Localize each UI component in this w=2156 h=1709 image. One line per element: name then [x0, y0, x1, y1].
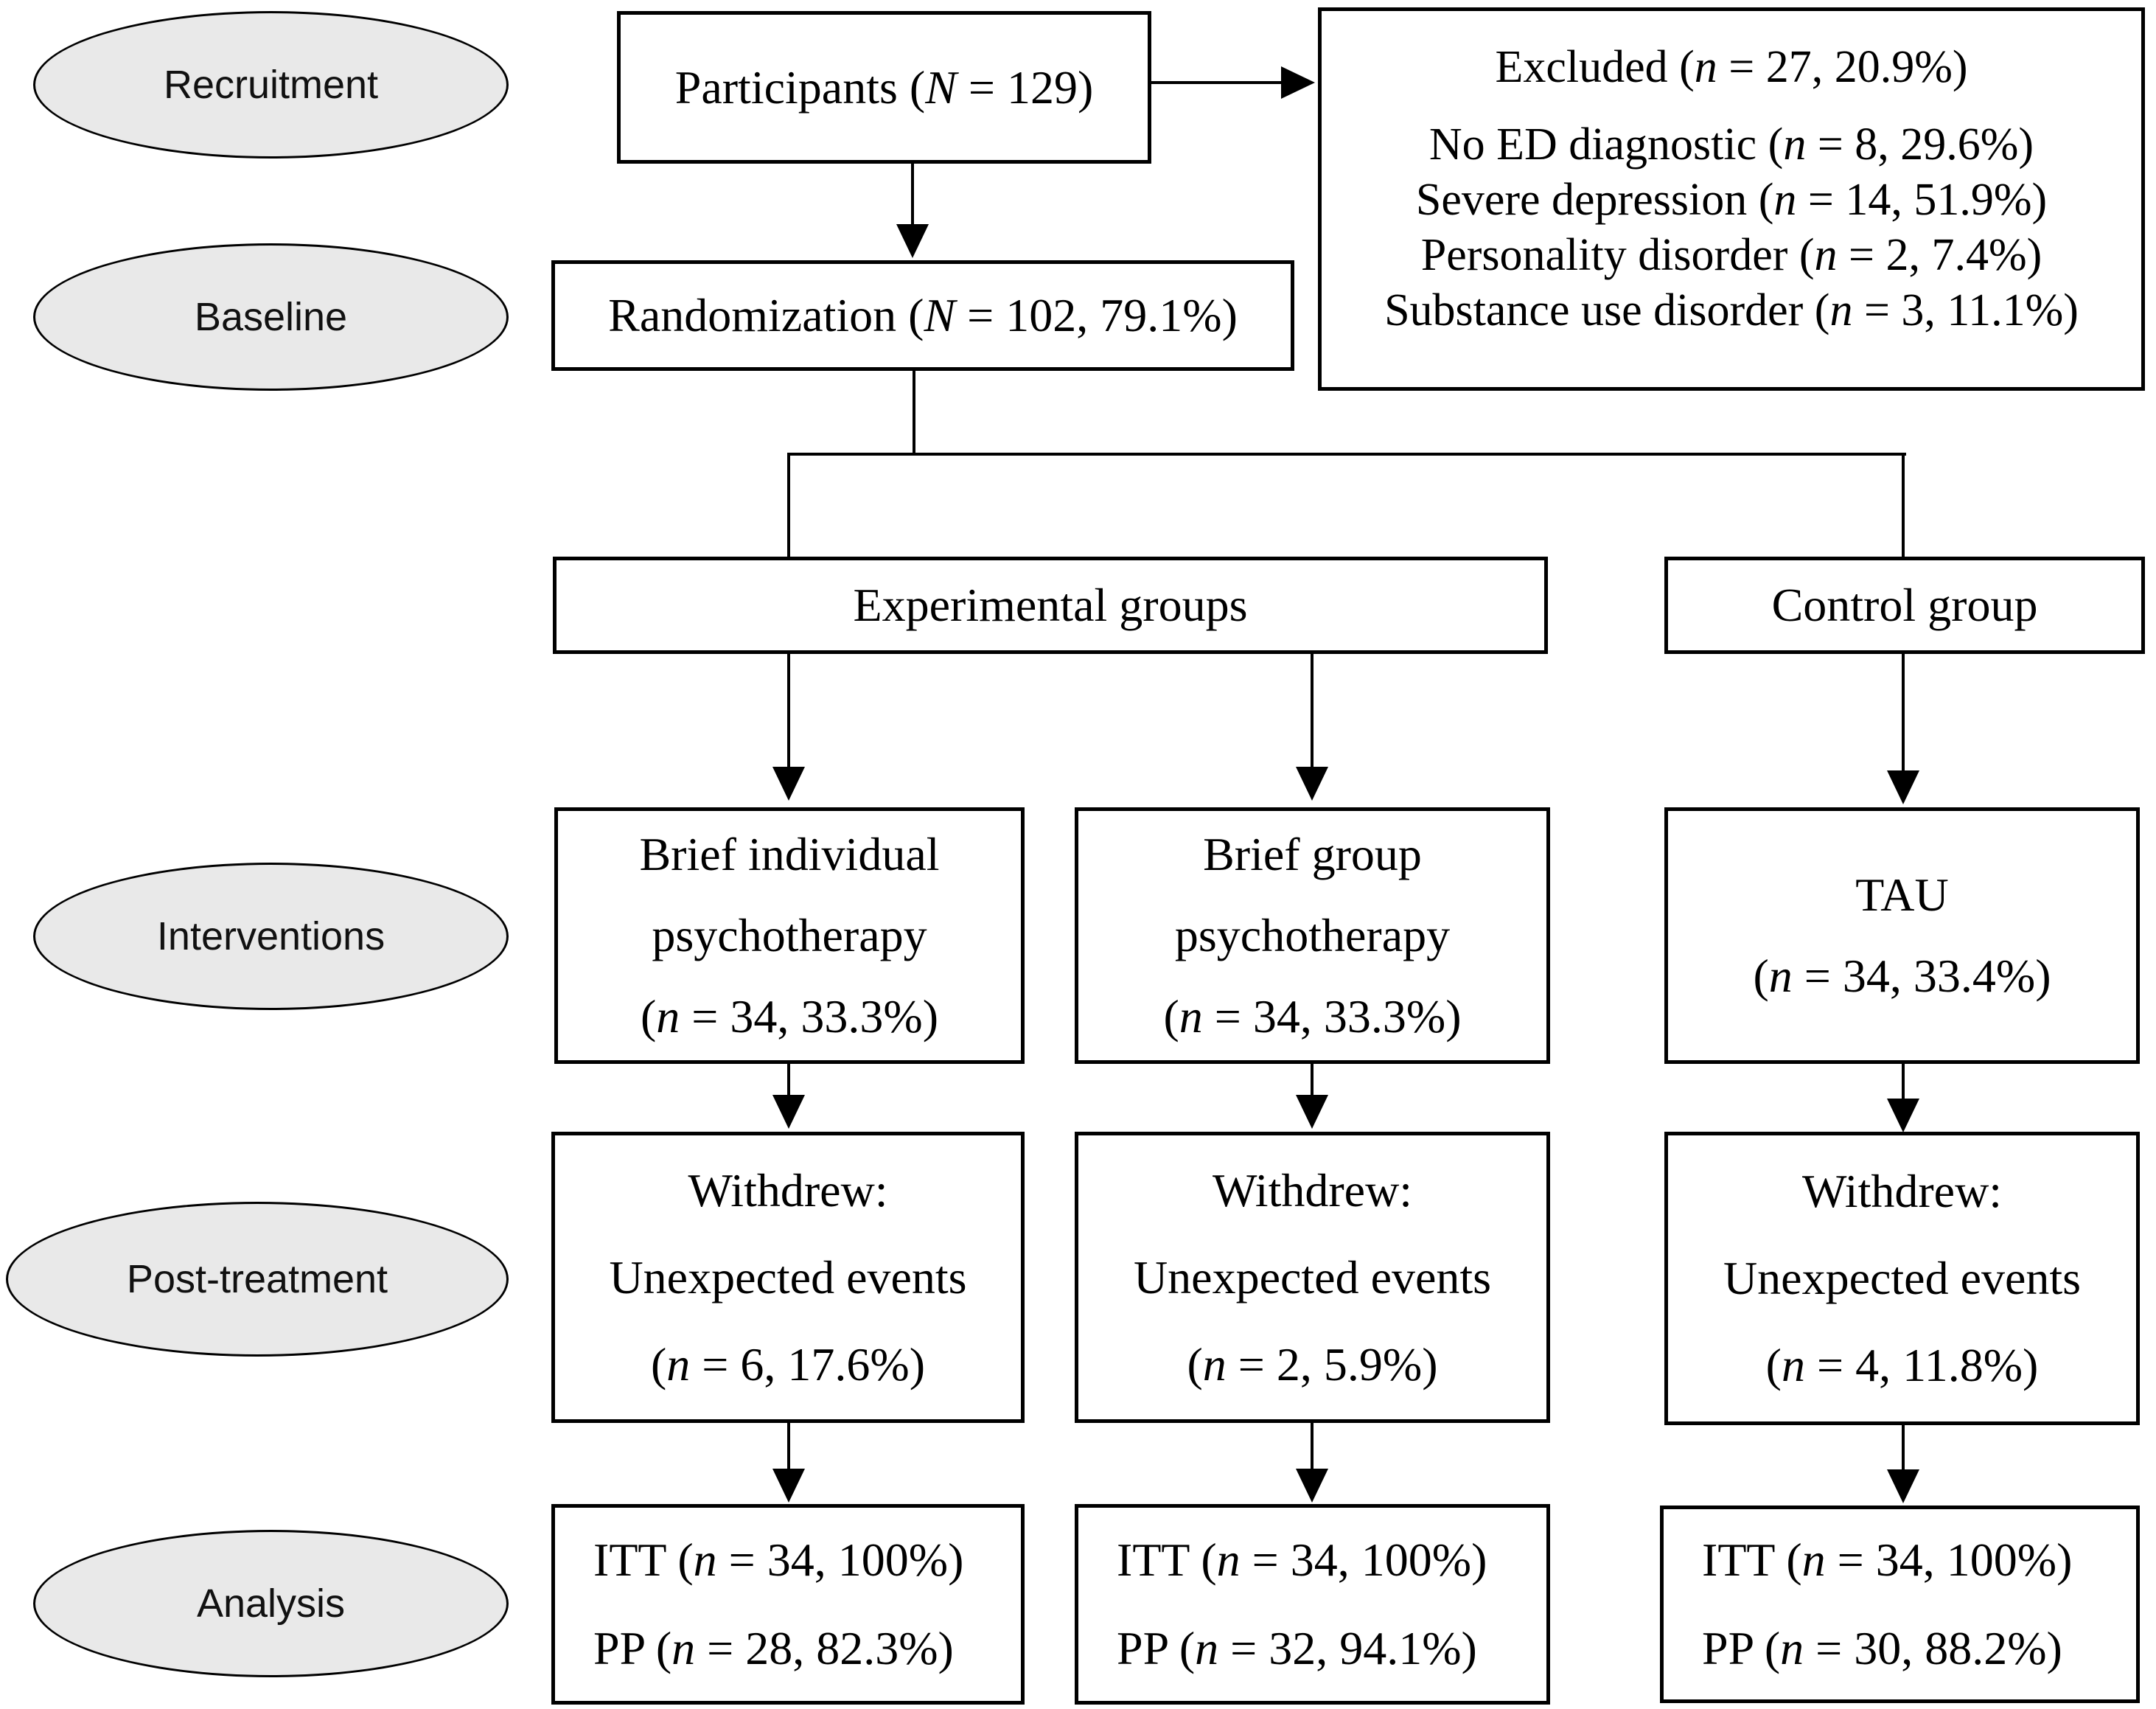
- connector-withdrew-analysis-group: [1311, 1423, 1314, 1469]
- text-line: (n = 6, 17.6%): [650, 1337, 926, 1390]
- connector-participants-excluded: [1151, 81, 1283, 84]
- withdrew-group-box: Withdrew: Unexpected events (n = 2, 5.9%): [1075, 1132, 1550, 1423]
- excluded-reason-list: No ED diagnostic (n = 8, 29.6%)Severe de…: [1384, 117, 2079, 338]
- stage-label-interventions: Interventions: [156, 914, 386, 958]
- connector-tau-withdrew: [1902, 1064, 1905, 1099]
- arrowhead-brief-individual-icon: [772, 767, 805, 801]
- stage-ellipse-analysis: Analysis: [33, 1530, 509, 1677]
- arrowhead-withdrew-tau-icon: [1887, 1099, 1919, 1132]
- connector-branch-control: [1902, 453, 1905, 558]
- analysis-individual-box: ITT (n = 34, 100%) PP (n = 28, 82.3%): [551, 1504, 1025, 1705]
- text-line: (n = 34, 33.3%): [1163, 990, 1462, 1043]
- tau-box: TAU (n = 34, 33.4%): [1664, 807, 2140, 1064]
- stage-label-analysis: Analysis: [196, 1581, 346, 1626]
- withdrew-tau-box: Withdrew: Unexpected events (n = 4, 11.8%): [1664, 1132, 2140, 1425]
- text-line: psychotherapy: [652, 909, 927, 961]
- brief-group-box: Brief group psychotherapy (n = 34, 33.3%): [1075, 807, 1550, 1064]
- arrowhead-analysis-tau-icon: [1887, 1469, 1919, 1503]
- stage-label-post-treatment: Post-treatment: [126, 1257, 388, 1301]
- stage-label-baseline: Baseline: [194, 295, 348, 339]
- stage-ellipse-post-treatment: Post-treatment: [6, 1202, 509, 1357]
- connector-participants-randomization: [911, 164, 914, 226]
- connector-brief-group-withdrew: [1311, 1064, 1314, 1095]
- text-line: Severe depression (n = 14, 51.9%): [1415, 175, 2048, 225]
- text-line: Substance use disorder (n = 3, 11.1%): [1384, 285, 2079, 335]
- connector-randomization-branch: [913, 371, 915, 454]
- stage-ellipse-recruitment: Recruitment: [33, 11, 509, 159]
- text-line: Brief group: [1203, 828, 1422, 880]
- experimental-groups-box: Experimental groups: [553, 557, 1548, 654]
- text-line: (n = 34, 33.3%): [640, 990, 939, 1043]
- connector-branch-experimental: [787, 453, 790, 558]
- text-line: Withdrew:: [688, 1163, 888, 1217]
- analysis-tau-box: ITT (n = 34, 100%) PP (n = 30, 88.2%): [1660, 1506, 2140, 1703]
- arrowhead-brief-group-icon: [1296, 767, 1328, 801]
- text-line: (n = 4, 11.8%): [1765, 1339, 2039, 1391]
- stage-label-recruitment: Recruitment: [163, 63, 379, 107]
- text-line: PP (n = 28, 82.3%): [593, 1622, 954, 1674]
- connector-withdrew-analysis-individual: [787, 1423, 790, 1469]
- text-line: PP (n = 30, 88.2%): [1702, 1622, 2062, 1674]
- arrowhead-withdrew-individual-icon: [772, 1095, 805, 1129]
- experimental-groups-text: Experimental groups: [853, 579, 1248, 631]
- branch-horizontal-line: [787, 453, 1906, 456]
- text-line: Unexpected events: [1133, 1250, 1492, 1303]
- arrowhead-withdrew-group-icon: [1296, 1095, 1328, 1129]
- excluded-title: Excluded (n = 27, 20.9%): [1495, 42, 1968, 92]
- brief-individual-box: Brief individual psychotherapy (n = 34, 33…: [554, 807, 1025, 1064]
- connector-experimental-brief-individual: [787, 654, 790, 767]
- text-line: (n = 2, 5.9%): [1187, 1337, 1438, 1390]
- arrowhead-analysis-individual-icon: [772, 1469, 805, 1503]
- connector-control-tau: [1902, 654, 1905, 770]
- participants-box: Participants (N = 129): [617, 11, 1151, 164]
- arrowhead-participants-randomization-icon: [896, 224, 929, 258]
- text-line: Personality disorder (n = 2, 7.4%): [1420, 230, 2042, 280]
- connector-brief-individual-withdrew: [787, 1064, 790, 1095]
- arrowhead-participants-excluded-icon: [1281, 66, 1315, 99]
- withdrew-individual-box: Withdrew: Unexpected events (n = 6, 17.6%): [551, 1132, 1025, 1423]
- text-line: TAU: [1855, 869, 1949, 921]
- stage-ellipse-baseline: Baseline: [33, 243, 509, 391]
- connector-withdrew-analysis-tau: [1902, 1425, 1905, 1469]
- arrowhead-analysis-group-icon: [1296, 1469, 1328, 1503]
- control-group-text: Control group: [1771, 579, 2038, 631]
- text-line: psychotherapy: [1174, 909, 1451, 961]
- connector-experimental-brief-group: [1311, 654, 1314, 767]
- text-line: PP (n = 32, 94.1%): [1117, 1622, 1477, 1674]
- text-line: Brief individual: [639, 828, 940, 880]
- arrowhead-tau-icon: [1887, 770, 1919, 804]
- text-line: Withdrew:: [1212, 1163, 1413, 1217]
- text-line: Withdrew:: [1801, 1165, 2003, 1217]
- randomization-text: Randomization (N = 102, 79.1%): [608, 289, 1238, 341]
- control-group-box: Control group: [1664, 557, 2145, 654]
- excluded-box: Excluded (n = 27, 20.9%) No ED diagnosti…: [1318, 7, 2145, 391]
- stage-ellipse-interventions: Interventions: [33, 863, 509, 1010]
- participants-text: Participants (N = 129): [674, 60, 1094, 114]
- analysis-group-box: ITT (n = 34, 100%) PP (n = 32, 94.1%): [1075, 1504, 1550, 1705]
- text-line: ITT (n = 34, 100%): [1117, 1534, 1487, 1586]
- randomization-box: Randomization (N = 102, 79.1%): [551, 260, 1294, 371]
- text-line: ITT (n = 34, 100%): [593, 1534, 964, 1586]
- text-line: (n = 34, 33.4%): [1753, 950, 2051, 1002]
- text-line: Unexpected events: [1723, 1252, 2082, 1304]
- text-line: No ED diagnostic (n = 8, 29.6%): [1428, 119, 2034, 170]
- text-line: ITT (n = 34, 100%): [1702, 1534, 2073, 1586]
- text-line: Unexpected events: [609, 1250, 967, 1303]
